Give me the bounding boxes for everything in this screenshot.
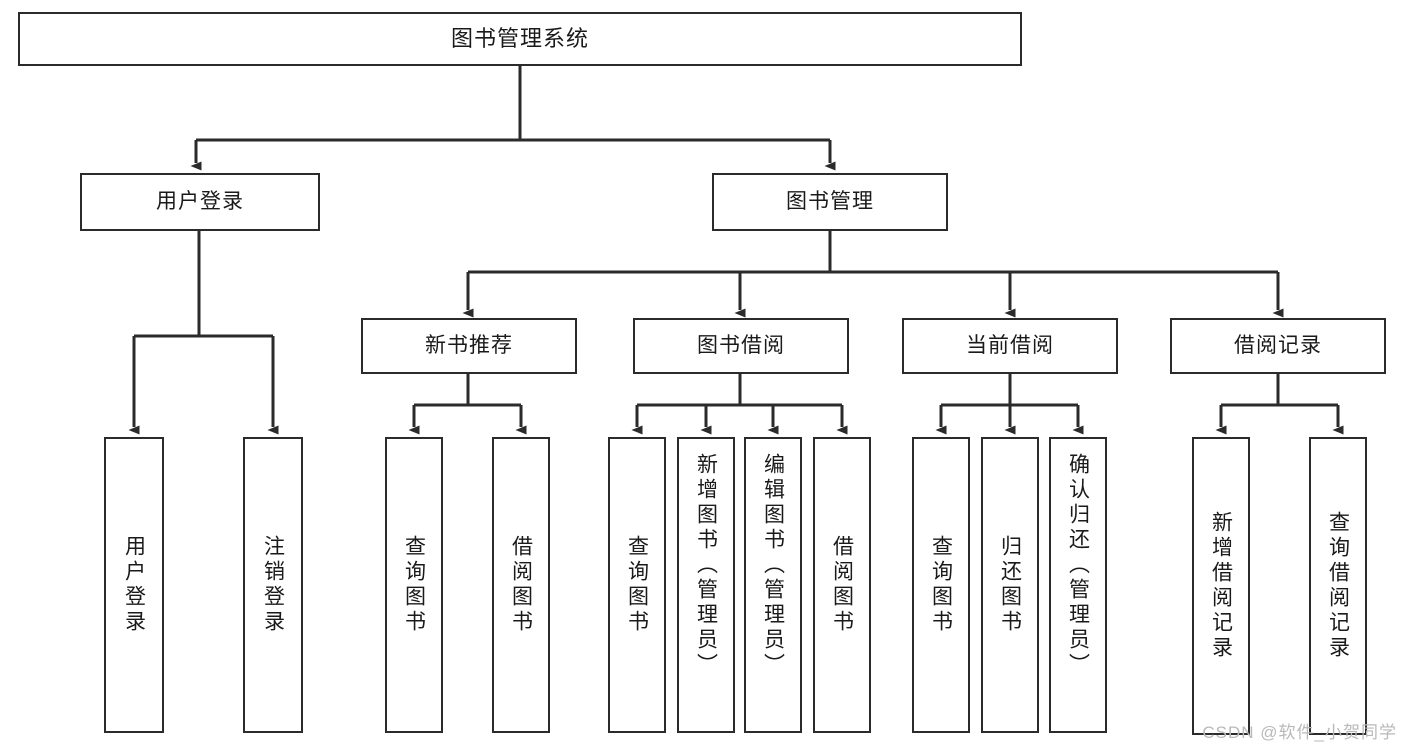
- node-root-label: 图书管理系统: [450, 26, 589, 52]
- leaf-query-book-3[interactable]: 查询图书: [912, 437, 970, 733]
- leaf-add-book-label: 新增图书（管理员）: [694, 453, 718, 678]
- node-new-book-recommend-label: 新书推荐: [425, 333, 513, 357]
- leaf-query-record-label: 查询借阅记录: [1326, 511, 1350, 661]
- leaf-borrow-book-2-label: 借阅图书: [830, 535, 854, 635]
- leaf-query-book-1-label: 查询图书: [402, 535, 426, 635]
- node-current-borrow-label: 当前借阅: [966, 333, 1054, 357]
- leaf-add-book[interactable]: 新增图书（管理员）: [677, 437, 735, 733]
- leaf-query-record[interactable]: 查询借阅记录: [1309, 437, 1367, 735]
- leaf-query-book-2[interactable]: 查询图书: [608, 437, 666, 733]
- node-book-manage-label: 图书管理: [786, 189, 874, 213]
- leaf-confirm-return[interactable]: 确认归还（管理员）: [1049, 437, 1107, 733]
- leaf-return-book[interactable]: 归还图书: [981, 437, 1039, 733]
- leaf-return-book-label: 归还图书: [998, 535, 1022, 635]
- leaf-borrow-book-2[interactable]: 借阅图书: [813, 437, 871, 733]
- leaf-logout-login[interactable]: 注销登录: [243, 437, 303, 733]
- leaf-query-book-2-label: 查询图书: [625, 535, 649, 635]
- leaf-query-book-3-label: 查询图书: [929, 535, 953, 635]
- csdn-watermark: CSDN @软件_小贺同学: [1202, 723, 1397, 742]
- node-current-borrow[interactable]: 当前借阅: [902, 318, 1118, 374]
- leaf-edit-book-label: 编辑图书（管理员）: [761, 453, 785, 678]
- node-book-borrow-label: 图书借阅: [697, 333, 785, 357]
- leaf-borrow-book-1-label: 借阅图书: [509, 535, 533, 635]
- node-borrow-record-label: 借阅记录: [1234, 333, 1322, 357]
- node-book-borrow[interactable]: 图书借阅: [633, 318, 849, 374]
- node-root[interactable]: 图书管理系统: [18, 12, 1022, 66]
- leaf-logout-login-label: 注销登录: [261, 535, 285, 635]
- leaf-borrow-book-1[interactable]: 借阅图书: [492, 437, 550, 733]
- leaf-query-book-1[interactable]: 查询图书: [385, 437, 443, 733]
- node-book-manage[interactable]: 图书管理: [712, 173, 948, 231]
- leaf-add-record-label: 新增借阅记录: [1209, 511, 1233, 661]
- leaf-user-login-label: 用户登录: [122, 535, 146, 635]
- node-user-login[interactable]: 用户登录: [80, 173, 320, 231]
- leaf-user-login[interactable]: 用户登录: [104, 437, 164, 733]
- node-user-login-label: 用户登录: [156, 189, 244, 213]
- leaf-confirm-return-label: 确认归还（管理员）: [1066, 453, 1090, 678]
- leaf-add-record[interactable]: 新增借阅记录: [1192, 437, 1250, 735]
- leaf-edit-book[interactable]: 编辑图书（管理员）: [744, 437, 802, 733]
- node-new-book-recommend[interactable]: 新书推荐: [361, 318, 577, 374]
- node-borrow-record[interactable]: 借阅记录: [1170, 318, 1386, 374]
